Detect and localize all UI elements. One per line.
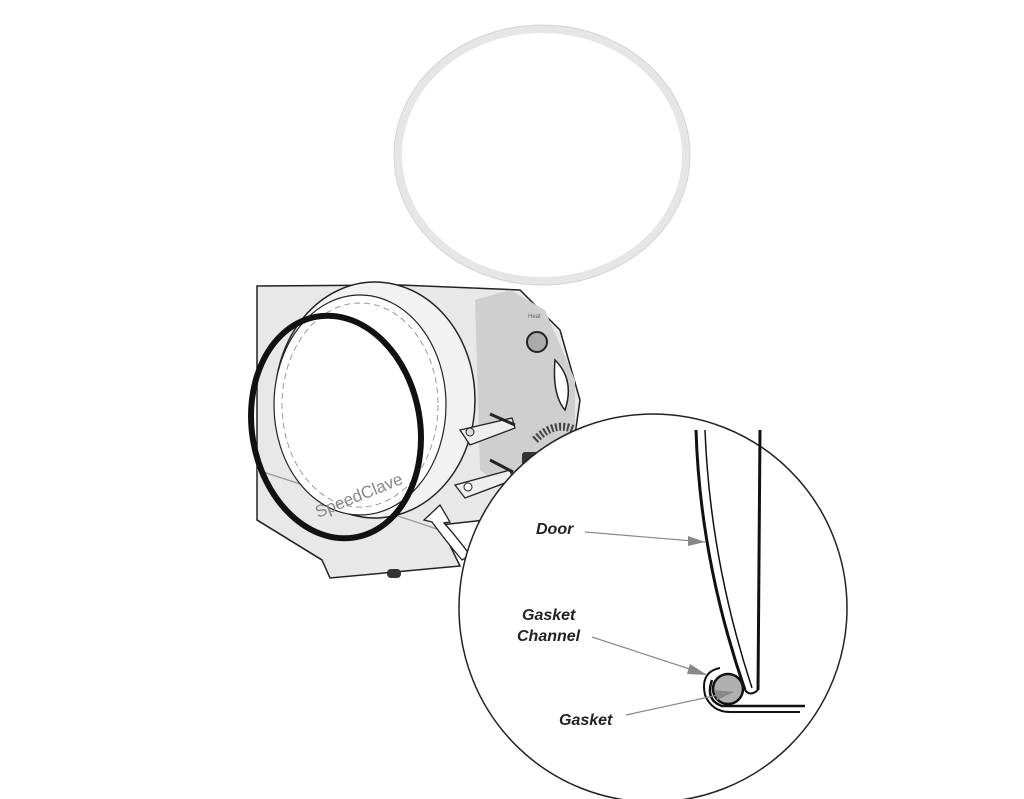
gasket-channel-label-line2: Channel bbox=[517, 628, 581, 645]
gasket-label: Gasket bbox=[559, 712, 613, 729]
heat-label: Heat bbox=[528, 314, 541, 320]
loose-gasket-ring bbox=[394, 25, 690, 285]
gasket-channel-label-line1: Gasket bbox=[522, 607, 576, 624]
autoclave-body: Heat SpeedClave bbox=[256, 281, 581, 579]
door-label: Door bbox=[536, 521, 574, 538]
heat-button bbox=[526, 331, 548, 353]
detail-view: Door Gasket Channel Gasket bbox=[458, 413, 848, 799]
installed-gasket-ring bbox=[248, 312, 424, 542]
